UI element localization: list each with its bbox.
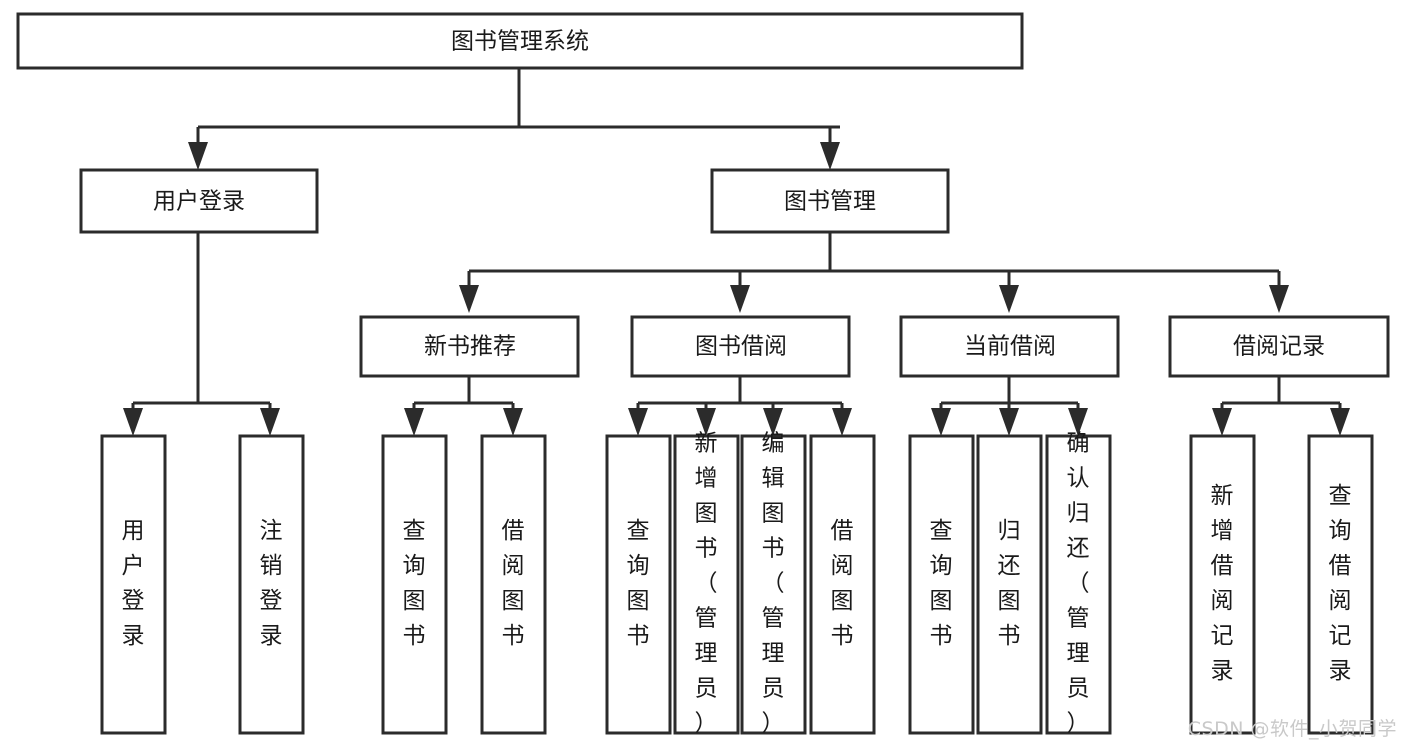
node-root-label: 图书管理系统 xyxy=(451,29,589,55)
node-borrow-record-label: 借阅记录 xyxy=(1233,334,1325,360)
node-new-book-rec[interactable]: 新书推荐 xyxy=(359,315,580,378)
connector-bookborrow-to-leaves xyxy=(628,376,852,436)
node-leaf-query-book-3[interactable]: 查询图书 xyxy=(908,434,975,735)
node-book-manage[interactable]: 图书管理 xyxy=(710,168,950,234)
node-root[interactable]: 图书管理系统 xyxy=(16,12,1024,70)
node-leaf-confirm-return[interactable]: 确认归还（管理员） xyxy=(1045,431,1112,737)
node-leaf-edit-book[interactable]: 编辑图书（管理员） xyxy=(740,431,807,737)
node-leaf-borrow-book-2-label: 借阅图书 xyxy=(831,518,854,649)
node-leaf-user-login-label: 用户登录 xyxy=(122,518,145,649)
node-leaf-borrow-book-1-label: 借阅图书 xyxy=(502,518,525,649)
node-new-book-rec-label: 新书推荐 xyxy=(424,334,516,360)
node-leaf-query-book-3-label: 查询图书 xyxy=(930,518,953,649)
node-leaf-return-book[interactable]: 归还图书 xyxy=(976,434,1043,735)
node-leaf-borrow-book-1[interactable]: 借阅图书 xyxy=(480,434,547,735)
node-leaf-query-book-1[interactable]: 查询图书 xyxy=(381,434,448,735)
node-book-borrow-label: 图书借阅 xyxy=(695,334,787,360)
connector-currentborrow-to-leaves xyxy=(931,376,1088,436)
node-leaf-query-record-label: 查询借阅记录 xyxy=(1329,483,1352,684)
node-leaf-borrow-book-2[interactable]: 借阅图书 xyxy=(809,434,876,735)
node-book-manage-label: 图书管理 xyxy=(784,189,876,215)
node-leaf-add-record-label: 新增借阅记录 xyxy=(1211,483,1234,684)
node-leaf-query-record[interactable]: 查询借阅记录 xyxy=(1307,434,1374,735)
node-book-borrow[interactable]: 图书借阅 xyxy=(630,315,851,378)
node-leaf-query-book-2-label: 查询图书 xyxy=(627,518,650,649)
connector-newbook-to-leaves xyxy=(404,376,523,436)
connector-bookmanage-to-level2 xyxy=(459,233,1289,313)
node-leaf-query-book-1-label: 查询图书 xyxy=(403,518,426,649)
node-leaf-add-book[interactable]: 新增图书（管理员） xyxy=(673,431,740,737)
node-current-borrow-label: 当前借阅 xyxy=(964,334,1056,360)
node-leaf-return-book-label: 归还图书 xyxy=(998,518,1021,649)
node-leaf-logout[interactable]: 注销登录 xyxy=(238,434,305,735)
connector-userlogin-to-leaves xyxy=(123,233,280,436)
node-leaf-edit-book-label: 编辑图书（管理员） xyxy=(762,431,785,737)
node-leaf-logout-label: 注销登录 xyxy=(260,518,283,649)
node-user-login-label: 用户登录 xyxy=(153,189,245,215)
node-borrow-record[interactable]: 借阅记录 xyxy=(1168,315,1390,378)
node-leaf-add-book-label: 新增图书（管理员） xyxy=(695,431,718,737)
connector-root-to-level1 xyxy=(188,68,840,170)
connector-borrowrecord-to-leaves xyxy=(1212,376,1350,436)
node-leaf-query-book-2[interactable]: 查询图书 xyxy=(605,434,672,735)
node-current-borrow[interactable]: 当前借阅 xyxy=(899,315,1120,378)
node-leaf-confirm-return-label: 确认归还（管理员） xyxy=(1067,431,1090,737)
node-leaf-add-record[interactable]: 新增借阅记录 xyxy=(1189,434,1256,735)
node-user-login[interactable]: 用户登录 xyxy=(79,168,319,234)
node-leaf-user-login[interactable]: 用户登录 xyxy=(100,434,167,735)
